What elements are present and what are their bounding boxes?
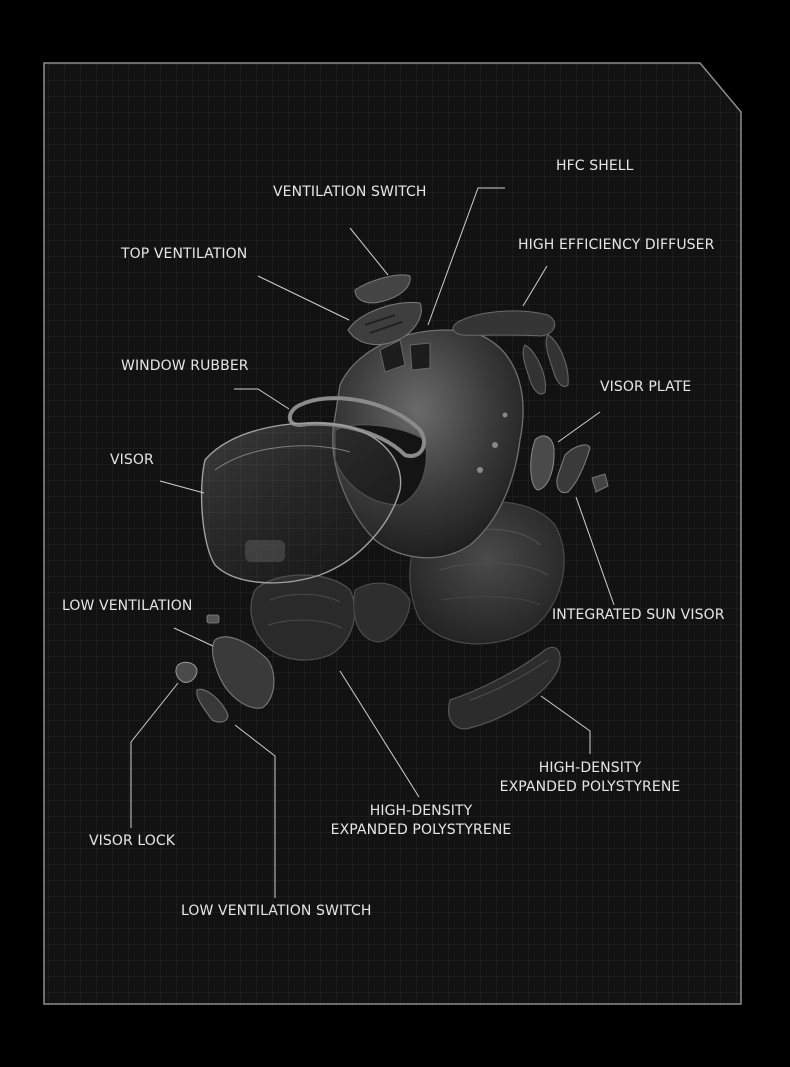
leader-visor	[159, 480, 205, 494]
helmet-icon	[175, 274, 609, 730]
leader-visor-lock	[130, 682, 179, 828]
ventilation-switch-part	[354, 274, 411, 304]
label-visor-lock: VISOR LOCK	[89, 833, 176, 849]
leader-eps-center	[339, 670, 420, 798]
low-ventilation-part	[211, 636, 275, 709]
low-ventilation-switch-part	[196, 688, 229, 723]
leader-lines	[130, 187, 615, 898]
leader-visor-plate	[557, 411, 601, 443]
label-visor: VISOR	[110, 452, 154, 468]
leader-ventilation-switch	[349, 227, 389, 276]
label-integrated-sun-visor: INTEGRATED SUN VISOR	[552, 607, 725, 623]
label-eps-right-line1: HIGH-DENSITY	[538, 760, 642, 776]
label-top-ventilation: TOP VENTILATION	[121, 246, 248, 262]
leader-high-efficiency-diffuser	[522, 265, 548, 307]
label-low-ventilation: LOW VENTILATION	[62, 598, 193, 614]
label-eps-right-line2: EXPANDED POLYSTYRENE	[499, 779, 681, 795]
leader-hfc-shell	[427, 187, 505, 326]
leader-eps-right	[540, 695, 591, 754]
leader-low-ventilation-switch	[234, 724, 276, 898]
leader-window-rubber	[234, 388, 290, 410]
eps-lower-right	[448, 646, 561, 730]
integrated-sun-visor-part	[556, 444, 591, 494]
label-window-rubber: WINDOW RUBBER	[121, 358, 249, 374]
top-ventilation-part	[347, 301, 422, 346]
leader-top-ventilation	[257, 275, 350, 321]
diffuser-side-a	[522, 344, 546, 395]
leader-integrated-sun-visor	[575, 496, 615, 606]
diffuser-top	[452, 310, 556, 337]
leader-low-ventilation	[173, 627, 214, 647]
label-eps-center-line1: HIGH-DENSITY	[369, 803, 473, 819]
label-visor-plate: VISOR PLATE	[600, 379, 692, 395]
diffuser-side-b	[545, 334, 569, 387]
label-hfc-shell: HFC SHELL	[556, 158, 634, 174]
visor-plate-part	[530, 435, 555, 491]
visor-lock-part	[175, 661, 198, 683]
label-high-efficiency-diffuser: HIGH EFFICIENCY DIFFUSER	[518, 237, 715, 253]
label-eps-center-line2: EXPANDED POLYSTYRENE	[330, 822, 512, 838]
label-ventilation-switch: VENTILATION SWITCH	[273, 184, 427, 200]
label-low-ventilation-switch: LOW VENTILATION SWITCH	[181, 903, 372, 919]
